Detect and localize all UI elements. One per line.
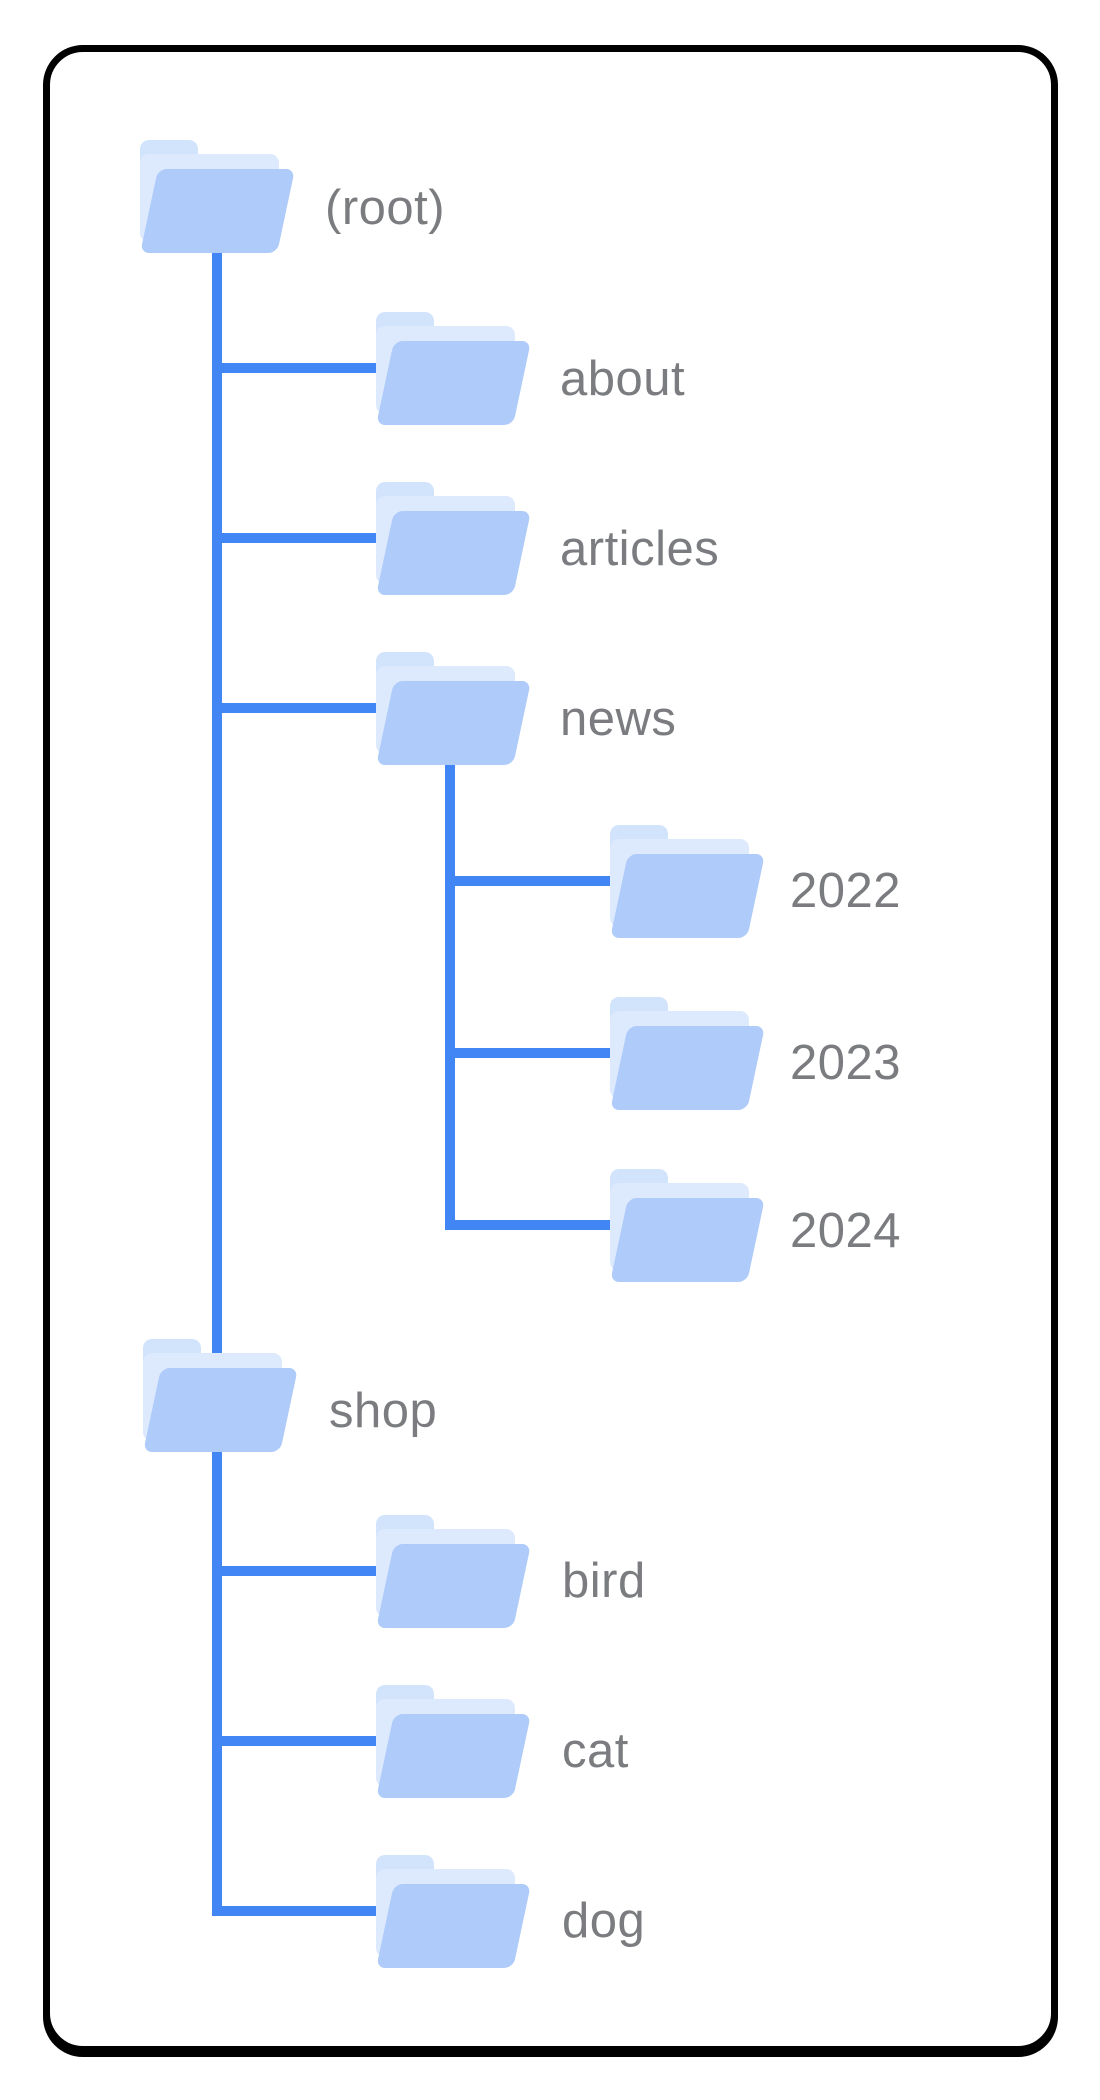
folder-icon-2022 (610, 825, 765, 938)
folder-icon-about (376, 312, 531, 425)
tree-line-branch-cat (212, 1736, 407, 1746)
folder-icon-bird (376, 1515, 531, 1628)
folder-label-2022: 2022 (790, 864, 902, 918)
folder-icon-articles (376, 482, 531, 595)
folder-icon-cat (376, 1685, 531, 1798)
folder-label-2024: 2024 (790, 1204, 902, 1258)
folder-icon-shop (143, 1339, 298, 1452)
tree-line-trunk-news (445, 765, 455, 1230)
folder-label-news: news (560, 692, 677, 746)
tree-line-branch-2024 (445, 1220, 641, 1230)
tree-line-branch-news (212, 703, 407, 713)
folder-icon-2024 (610, 1169, 765, 1282)
tree-line-branch-articles (212, 533, 407, 543)
tree-line-branch-2023 (445, 1048, 641, 1058)
site-structure-tree: (root) about articles news 2022 2023 2024 shop b… (50, 52, 1051, 2046)
folder-label-2023: 2023 (790, 1036, 902, 1090)
folder-label-about: about (560, 352, 686, 406)
tree-line-branch-2022 (445, 876, 641, 886)
folder-label-root: (root) (325, 181, 446, 235)
diagram-card: (root) about articles news 2022 2023 2024 shop b… (43, 45, 1058, 2053)
folder-label-shop: shop (329, 1384, 438, 1438)
tree-line-branch-bird (212, 1566, 407, 1576)
tree-line-branch-about (212, 363, 407, 373)
folder-label-bird: bird (562, 1554, 646, 1608)
folder-icon-news (376, 652, 531, 765)
tree-line-branch-dog (212, 1906, 407, 1916)
tree-line-trunk-root (212, 253, 222, 1916)
folder-icon-dog (376, 1855, 531, 1968)
folder-icon-2023 (610, 997, 765, 1110)
folder-icon-root (140, 140, 295, 253)
folder-label-cat: cat (562, 1724, 629, 1778)
folder-label-articles: articles (560, 522, 720, 576)
folder-label-dog: dog (562, 1894, 646, 1948)
